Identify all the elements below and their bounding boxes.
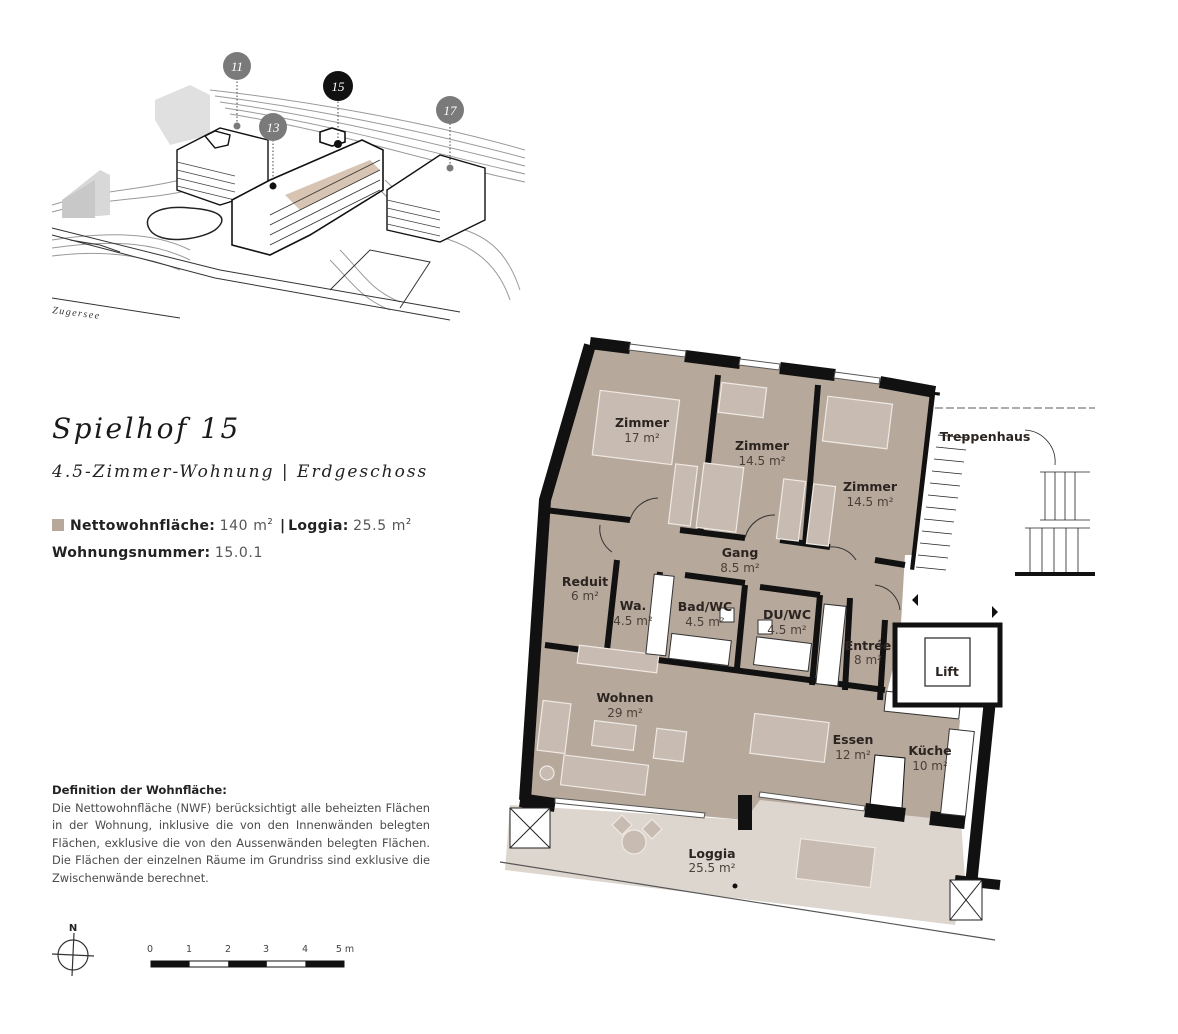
svg-text:Loggia: Loggia	[688, 846, 735, 861]
definition-text: Die Nettowohnfläche (NWF) berücksichtigt…	[52, 800, 430, 885]
loggia-value: 25.5 m	[353, 518, 406, 534]
area-definition: Definition der Wohnfläche: Die Nettowohn…	[52, 782, 430, 887]
area-legend-swatch	[52, 519, 64, 531]
svg-text:Wa.: Wa.	[620, 598, 647, 613]
svg-text:6 m²: 6 m²	[571, 589, 599, 603]
svg-text:13: 13	[267, 120, 281, 135]
unit-number-label: Wohnungsnummer:	[52, 545, 211, 561]
svg-text:Reduit: Reduit	[562, 574, 608, 589]
svg-text:17 m²: 17 m²	[624, 431, 660, 445]
unit-number-value: 15.0.1	[214, 545, 263, 561]
facts-separator: |	[280, 518, 286, 534]
lift: Lift	[892, 622, 1003, 708]
svg-text:17: 17	[444, 103, 458, 118]
svg-text:12 m²: 12 m²	[835, 748, 871, 762]
svg-text:Gang: Gang	[722, 545, 759, 560]
svg-text:N: N	[69, 923, 77, 934]
svg-text:0: 0	[147, 944, 153, 955]
loggia-unit-exp: 2	[406, 517, 412, 526]
svg-text:5 m: 5 m	[336, 944, 354, 955]
svg-text:2: 2	[225, 944, 231, 955]
lake-label: Zugersee	[52, 305, 102, 322]
building-marker-13[interactable]: 13	[259, 113, 287, 141]
svg-text:DU/WC: DU/WC	[763, 607, 811, 622]
page-title: Spielhof 15	[52, 412, 241, 445]
svg-text:Wohnen: Wohnen	[596, 690, 653, 705]
svg-text:Zimmer: Zimmer	[615, 415, 670, 430]
svg-text:4.5 m²: 4.5 m²	[767, 623, 807, 637]
svg-text:Zimmer: Zimmer	[735, 438, 790, 453]
svg-text:14.5 m²: 14.5 m²	[738, 454, 785, 468]
scale-bar: 0 1 2 3 4 5 m	[147, 944, 354, 968]
svg-text:Entrée: Entrée	[845, 638, 892, 653]
site-axonometric-view: 11 13 15 17 Zugersee	[52, 52, 526, 322]
building-marker-11[interactable]: 11	[223, 52, 251, 80]
apartment-facts: Nettowohnfläche: 140 m2 |Loggia: 25.5 m2…	[52, 508, 411, 567]
svg-text:8.5 m²: 8.5 m²	[720, 561, 760, 575]
lift-label: Lift	[935, 664, 959, 679]
svg-text:14.5 m²: 14.5 m²	[846, 495, 893, 509]
svg-text:Bad/WC: Bad/WC	[678, 599, 732, 614]
svg-text:Essen: Essen	[833, 732, 874, 747]
svg-text:4.5 m²: 4.5 m²	[613, 614, 653, 628]
unit-number-line: Wohnungsnummer: 15.0.1	[52, 540, 411, 567]
svg-text:Zimmer: Zimmer	[843, 479, 898, 494]
building-marker-17[interactable]: 17	[436, 96, 464, 124]
svg-text:1: 1	[186, 944, 192, 955]
stairwell: Treppenhaus	[910, 395, 1095, 620]
svg-text:3: 3	[263, 944, 269, 955]
svg-text:4.5 m²: 4.5 m²	[685, 615, 725, 629]
svg-text:4: 4	[302, 944, 308, 955]
svg-text:29 m²: 29 m²	[607, 706, 643, 720]
room-wa[interactable]: Wa.4.5 m²	[613, 598, 653, 628]
svg-text:10 m²: 10 m²	[912, 759, 948, 773]
area-line: Nettowohnfläche: 140 m2 |Loggia: 25.5 m2	[52, 508, 411, 540]
loggia-label: Loggia:	[288, 518, 349, 534]
svg-text:25.5 m²: 25.5 m²	[688, 861, 735, 875]
room-bad-wc[interactable]: Bad/WC4.5 m²	[678, 599, 732, 629]
net-area-label: Nettowohnfläche:	[70, 518, 216, 534]
svg-text:15: 15	[332, 79, 346, 94]
room-du-wc[interactable]: DU/WC4.5 m²	[763, 607, 811, 637]
svg-text:11: 11	[231, 59, 243, 74]
definition-heading: Definition der Wohnfläche:	[52, 783, 227, 797]
north-arrow-icon: N	[51, 923, 95, 976]
net-area-unit-exp: 2	[267, 517, 273, 526]
building-marker-15[interactable]: 15	[323, 71, 353, 101]
svg-text:8 m²: 8 m²	[854, 653, 882, 667]
apartment-subtitle: 4.5-Zimmer-Wohnung | Erdgeschoss	[52, 462, 429, 482]
svg-text:Küche: Küche	[908, 743, 951, 758]
stairwell-label: Treppenhaus	[940, 429, 1031, 444]
net-area-value: 140 m	[219, 518, 268, 534]
